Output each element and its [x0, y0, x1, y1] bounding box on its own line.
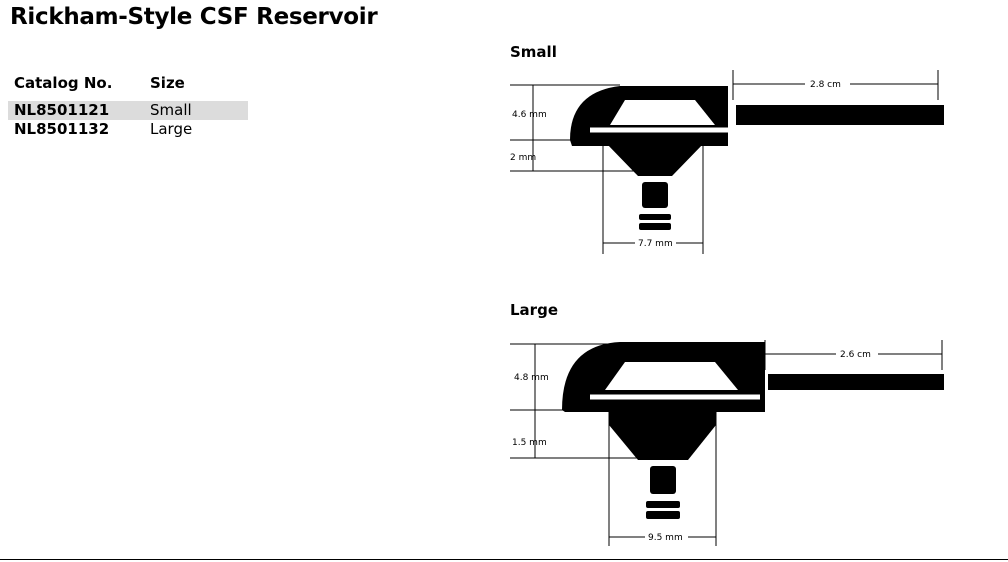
page-title: Rickham-Style CSF Reservoir	[10, 4, 378, 30]
large-label: Large	[510, 301, 558, 319]
large-tube-dim: 2.6 cm	[840, 350, 871, 360]
large-width-dim: 9.5 mm	[648, 533, 683, 543]
size-header: Size	[150, 74, 185, 92]
table-row[interactable]: NL8501132 Large	[8, 120, 248, 139]
table-row[interactable]: NL8501121 Small	[8, 101, 248, 120]
small-tube-dim: 2.8 cm	[810, 80, 841, 90]
catalog-number: NL8501132	[14, 120, 110, 138]
large-height-dim: 4.8 mm	[514, 373, 549, 383]
bottom-rule	[0, 559, 1008, 560]
catalog-number: NL8501121	[14, 101, 110, 119]
small-width-dim: 7.7 mm	[638, 239, 673, 249]
small-base-dim: 2 mm	[510, 153, 536, 163]
size: Small	[150, 101, 192, 119]
small-reservoir-diagram: 4.6 mm 2 mm 7.7 mm 2.8 cm	[510, 70, 944, 254]
catalog-header: Catalog No.	[14, 74, 113, 92]
small-label: Small	[510, 43, 557, 61]
size: Large	[150, 120, 193, 138]
small-height-dim: 4.6 mm	[512, 110, 547, 120]
large-reservoir-diagram: 4.8 mm 1.5 mm 9.5 mm 2.6 cm	[510, 340, 944, 546]
large-base-dim: 1.5 mm	[512, 438, 547, 448]
